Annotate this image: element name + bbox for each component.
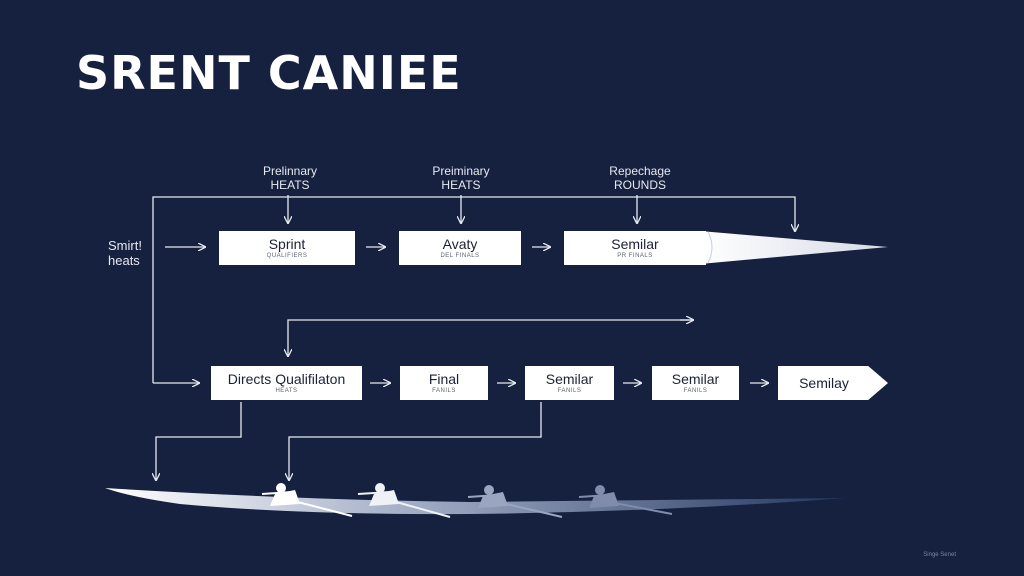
side-label-line2: heats bbox=[108, 253, 140, 268]
top-label-line1: Preiminary bbox=[432, 164, 490, 178]
box-semilar-row2-b: Semilar FANILS bbox=[652, 366, 739, 400]
connector-mid-loop bbox=[288, 319, 694, 356]
box-semilay: Semilay bbox=[778, 366, 888, 400]
top-label-preliminary-1: Prelinnary HEATS bbox=[263, 164, 317, 192]
connector-semilar-to-boat bbox=[289, 402, 542, 480]
box-sub-label: QUALIFIERS bbox=[266, 252, 308, 259]
side-label-heats: Smirt! heats bbox=[108, 238, 142, 268]
footer-credit: Singe Senet bbox=[923, 552, 956, 558]
box-avaty: Avaty DEL FINALS bbox=[399, 231, 521, 265]
box-sub-label: PR FINALS bbox=[617, 252, 653, 259]
connector-directs-to-boat bbox=[156, 402, 242, 480]
top-label-line2: HEATS bbox=[441, 178, 481, 192]
box-sub-label: DEL FINALS bbox=[440, 252, 480, 259]
box-main-label: Avaty bbox=[442, 235, 478, 252]
top-label-preliminary-2: Preiminary HEATS bbox=[432, 164, 489, 192]
box-main-label: Final bbox=[428, 370, 460, 387]
box-main-label: Directs Qualifilaton bbox=[227, 370, 346, 387]
top-label-line2: ROUNDS bbox=[613, 178, 667, 192]
box-main-label: Semilar bbox=[611, 235, 659, 252]
box-sprint: Sprint QUALIFIERS bbox=[219, 231, 355, 265]
top-label-repechage: Repechage ROUNDS bbox=[609, 164, 670, 192]
box-main-label: Semilay bbox=[799, 374, 849, 391]
box-final: Final FANILS bbox=[400, 366, 488, 400]
box-main-label: Semilar bbox=[671, 370, 720, 387]
top-label-line1: Repechage bbox=[609, 164, 671, 178]
side-label-line1: Smirt! bbox=[108, 238, 142, 253]
box-semilar-row2-a: Semilar FANILS bbox=[525, 366, 614, 400]
box-main-label: Sprint bbox=[268, 235, 306, 252]
box-sub-label: FANILS bbox=[557, 387, 582, 394]
box-sub-label: HEATS bbox=[275, 387, 298, 394]
boat-hull bbox=[105, 488, 846, 515]
box-sub-label: FANILS bbox=[683, 387, 708, 394]
top-label-line1: Prelinnary bbox=[262, 164, 318, 178]
top-label-line2: HEATS bbox=[270, 178, 310, 192]
box-semilar-row1: Semilar PR FINALS bbox=[564, 231, 706, 265]
rower-figures bbox=[261, 483, 673, 518]
box-directs-qualification: Directs Qualifilaton HEATS bbox=[211, 366, 362, 400]
box-main-label: Semilar bbox=[545, 370, 594, 387]
connector-top-frame bbox=[152, 196, 795, 383]
box-sub-label: FANILS bbox=[432, 387, 456, 394]
page-title: SRENT CANIEE bbox=[76, 46, 462, 100]
race-blade-shape bbox=[700, 231, 888, 264]
